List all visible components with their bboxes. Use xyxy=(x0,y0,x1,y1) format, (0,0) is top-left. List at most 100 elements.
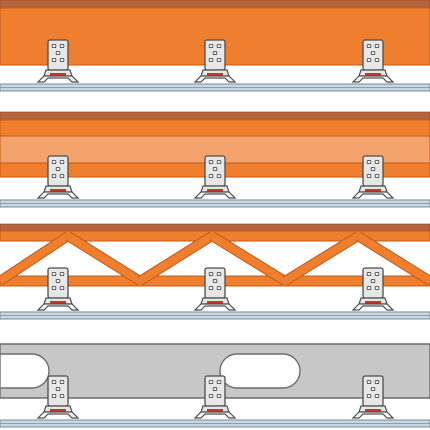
clip-screw-hole xyxy=(55,166,61,172)
clip-screw-hole xyxy=(208,43,214,49)
clip-shim xyxy=(50,189,66,192)
clip-shim xyxy=(365,409,381,412)
clip-hook-feet xyxy=(351,191,395,199)
clip-screw-hole xyxy=(208,379,214,385)
clip-screw-hole xyxy=(366,159,372,165)
clip-shim xyxy=(50,409,66,412)
clip-hook-feet xyxy=(193,75,237,83)
clip-screw-hole xyxy=(370,50,376,56)
clip-shim xyxy=(50,301,66,304)
clip-shim xyxy=(365,73,381,76)
clip-screw-hole xyxy=(55,386,61,392)
clip-screw-hole xyxy=(51,271,57,277)
clip-screw-hole xyxy=(216,379,222,385)
clip-screw-hole xyxy=(374,271,380,277)
clip-hook-feet xyxy=(351,75,395,83)
clip-screw-hole xyxy=(59,173,65,179)
clip-screw-hole xyxy=(374,173,380,179)
ceiling-clip xyxy=(193,39,237,83)
clip-hook-feet xyxy=(36,303,80,311)
steel-beam-web xyxy=(0,343,430,399)
truss-web-member xyxy=(282,232,361,285)
clip-screw-hole xyxy=(216,173,222,179)
clip-screw-hole xyxy=(374,393,380,399)
steel-beam-slot-center xyxy=(219,353,301,389)
clip-screw-hole xyxy=(208,393,214,399)
beam-upper-lamination xyxy=(0,119,430,137)
clip-screw-hole xyxy=(370,166,376,172)
clip-screw-hole xyxy=(212,166,218,172)
ceiling-clip xyxy=(351,39,395,83)
clip-screw-hole xyxy=(51,159,57,165)
ceiling-clip xyxy=(193,267,237,311)
clip-screw-hole xyxy=(51,57,57,63)
clip-screw-hole xyxy=(208,271,214,277)
clip-shim xyxy=(365,189,381,192)
clip-hook-feet xyxy=(351,411,395,419)
clip-screw-hole xyxy=(216,159,222,165)
beam-top-cap xyxy=(0,111,430,121)
clip-screw-hole xyxy=(208,57,214,63)
truss-joist-panel xyxy=(0,223,430,320)
clip-screw-hole xyxy=(55,278,61,284)
clip-screw-hole xyxy=(216,57,222,63)
clip-hook-feet xyxy=(351,303,395,311)
glulam-beam-panel xyxy=(0,111,430,208)
clip-hook-feet xyxy=(193,191,237,199)
clip-shim xyxy=(207,301,223,304)
clip-screw-hole xyxy=(212,386,218,392)
ceiling-clip xyxy=(36,155,80,199)
clip-screw-hole xyxy=(366,173,372,179)
clip-screw-hole xyxy=(212,50,218,56)
clip-screw-hole xyxy=(51,393,57,399)
clip-shim xyxy=(207,189,223,192)
clip-screw-hole xyxy=(216,43,222,49)
clip-screw-hole xyxy=(59,271,65,277)
clip-screw-hole xyxy=(59,159,65,165)
clip-screw-hole xyxy=(216,271,222,277)
clip-screw-hole xyxy=(216,285,222,291)
clip-screw-hole xyxy=(59,393,65,399)
clip-screw-hole xyxy=(59,57,65,63)
steel-beam-slot-left xyxy=(0,353,50,389)
ceiling-clip xyxy=(193,155,237,199)
truss-web-member xyxy=(0,232,71,285)
clip-screw-hole xyxy=(208,285,214,291)
clip-screw-hole xyxy=(374,379,380,385)
clip-screw-hole xyxy=(366,393,372,399)
clip-shim xyxy=(365,301,381,304)
clip-screw-hole xyxy=(374,285,380,291)
ceiling-clip xyxy=(193,375,237,419)
clip-hook-feet xyxy=(193,303,237,311)
clip-screw-hole xyxy=(51,379,57,385)
clip-screw-hole xyxy=(208,159,214,165)
ceiling-clip xyxy=(351,155,395,199)
ceiling-clip xyxy=(351,375,395,419)
clip-screw-hole xyxy=(370,278,376,284)
truss-web-member xyxy=(65,232,143,285)
clip-hook-feet xyxy=(36,411,80,419)
ceiling-clip xyxy=(36,267,80,311)
clip-shim xyxy=(50,73,66,76)
truss-web-member xyxy=(137,232,215,285)
clip-screw-hole xyxy=(374,43,380,49)
clip-screw-hole xyxy=(59,379,65,385)
clip-screw-hole xyxy=(212,278,218,284)
clip-screw-hole xyxy=(366,57,372,63)
ceiling-clip xyxy=(351,267,395,311)
clip-screw-hole xyxy=(366,43,372,49)
ceiling-clip xyxy=(36,375,80,419)
clip-screw-hole xyxy=(216,393,222,399)
clip-screw-hole xyxy=(374,159,380,165)
clip-shim xyxy=(207,73,223,76)
ceiling-clip xyxy=(36,39,80,83)
clip-hook-feet xyxy=(36,191,80,199)
clip-screw-hole xyxy=(370,386,376,392)
clip-screw-hole xyxy=(51,43,57,49)
beam-top-cap xyxy=(0,223,430,232)
steel-beam-panel xyxy=(0,343,430,428)
truss-web-member xyxy=(355,232,430,285)
clip-hook-feet xyxy=(193,411,237,419)
clip-screw-hole xyxy=(51,285,57,291)
